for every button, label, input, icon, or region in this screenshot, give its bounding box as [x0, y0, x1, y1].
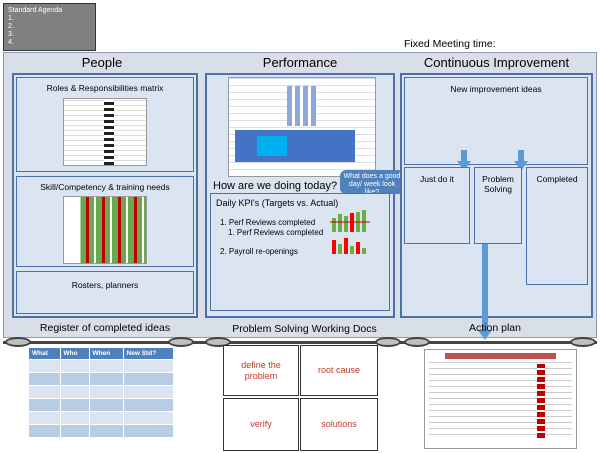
agenda-item: 2. — [8, 23, 14, 30]
arrow-down-icon — [514, 161, 528, 171]
problem-solving-label: Problem Solving — [482, 174, 514, 194]
agenda-item: 1. — [8, 15, 14, 22]
skills-label: Skill/Competency & training needs — [40, 182, 170, 192]
binder-ring-icon — [570, 337, 596, 347]
table-row — [28, 359, 175, 373]
column-header: What — [28, 347, 61, 360]
arrow-shaft — [518, 150, 524, 162]
fixed-meeting-time: Fixed Meeting time: — [404, 38, 496, 50]
kpi-item: 1. Perf Reviews completed — [220, 218, 316, 227]
roles-matrix-image — [63, 98, 147, 166]
kpi-item: 2. Payroll re-openings — [220, 247, 298, 256]
ci-title: Continuous Improvement — [423, 55, 570, 70]
roles-panel: Roles & Responsibilities matrix — [16, 77, 194, 172]
rosters-panel: Rosters, planners — [16, 271, 194, 314]
binder-ring-icon — [5, 337, 31, 347]
kpi-title: Daily KPI's (Targets vs. Actual) — [216, 198, 339, 208]
table-row — [28, 385, 175, 399]
solutions-box: solutions — [300, 398, 378, 451]
agenda-item: 4. — [8, 39, 14, 46]
performance-title: Performance — [262, 55, 338, 70]
arrow-down-icon — [457, 161, 471, 171]
arrow-to-action-plan — [482, 244, 488, 332]
completed-panel: Completed — [526, 167, 588, 285]
table-row — [28, 398, 175, 412]
action-title: Action plan — [469, 322, 521, 334]
rosters-label: Rosters, planners — [71, 280, 139, 290]
binder-ring-icon — [205, 337, 231, 347]
column-header: When — [88, 347, 124, 360]
define-problem-box: define the problem — [223, 345, 299, 396]
table-row — [28, 411, 175, 425]
standard-agenda: Standard Agenda 1. 2. 3. 4. — [3, 3, 96, 51]
action-plan-image — [424, 349, 577, 449]
skills-matrix-image — [63, 196, 147, 264]
callout-bubble: What does a good day/ week look like? — [340, 170, 404, 196]
agenda-item: 3. — [8, 31, 14, 38]
performance-chart-image — [228, 77, 376, 177]
just-do-it-panel: Just do it — [404, 167, 470, 244]
register-title: Register of completed ideas — [39, 322, 171, 334]
new-ideas-panel: New improvement ideas — [404, 77, 588, 165]
column-header: New Std? — [122, 347, 175, 360]
skills-panel: Skill/Competency & training needs — [16, 176, 194, 267]
problem-solving-panel: Problem Solving — [474, 167, 522, 244]
just-do-it-label: Just do it — [419, 174, 455, 184]
binder-ring-icon — [168, 337, 194, 347]
binder-ring-icon — [404, 337, 430, 347]
table-header-row: What Who When New Std? — [28, 347, 175, 360]
table-row — [28, 424, 175, 438]
new-ideas-label: New improvement ideas — [450, 84, 542, 94]
people-title: People — [81, 55, 123, 70]
arrow-shaft — [461, 150, 467, 162]
table-row — [28, 372, 175, 386]
binder-ring-icon — [375, 337, 401, 347]
roles-label: Roles & Responsibilities matrix — [46, 83, 164, 93]
psw-title: Problem Solving Working Docs — [232, 323, 377, 335]
column-header: Who — [59, 347, 90, 360]
agenda-title: Standard Agenda — [8, 7, 63, 14]
root-cause-box: root cause — [300, 345, 378, 396]
verify-box: verify — [223, 398, 299, 451]
kpi-bar-chart-icon — [330, 210, 370, 254]
arrow-down-icon — [478, 330, 492, 340]
completed-label: Completed — [536, 174, 578, 184]
performance-question: How are we doing today? — [213, 180, 338, 192]
kpi-item: 1. Perf Reviews completed — [228, 228, 324, 237]
register-table: What Who When New Std? — [28, 347, 175, 438]
binder-rail — [3, 341, 597, 344]
